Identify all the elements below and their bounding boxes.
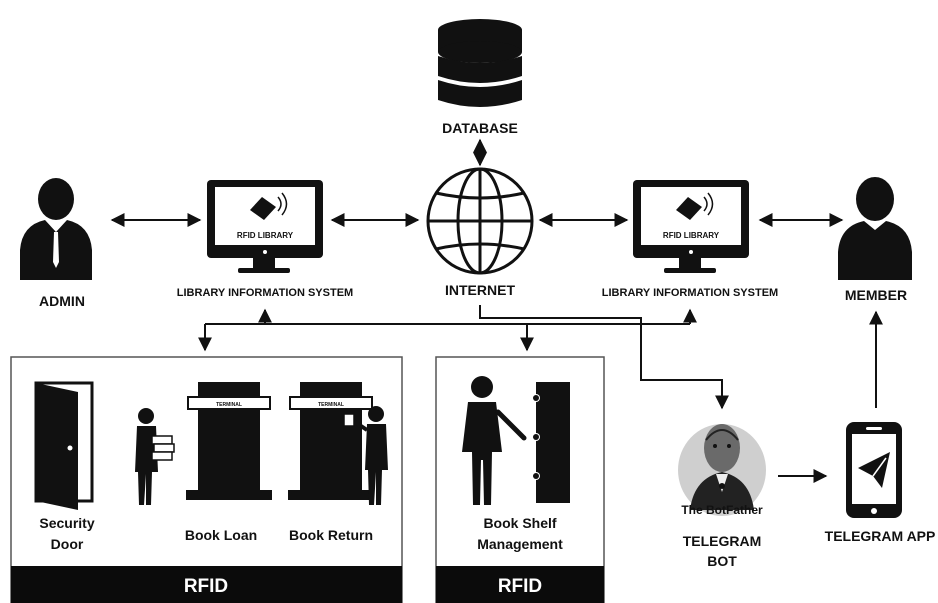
rfid-right-panel xyxy=(435,356,605,603)
monitor-icon xyxy=(207,180,323,273)
smartphone-icon xyxy=(846,422,902,518)
database-icon xyxy=(438,19,522,107)
internet-label: INTERNET xyxy=(445,282,515,298)
globe-icon xyxy=(426,167,534,275)
book-return-label: Book Return xyxy=(289,527,373,543)
rfid-left-label: RFID xyxy=(184,576,228,597)
admin-label: ADMIN xyxy=(39,293,85,309)
terminal-left-label: TERMINAL xyxy=(216,402,242,408)
book-loan-label: Book Loan xyxy=(185,527,257,543)
bookshelf-icon xyxy=(462,376,570,505)
member-person-icon xyxy=(838,177,912,280)
lis-left-label: LIBRARY INFORMATION SYSTEM xyxy=(177,287,353,299)
rfid-right-label: RFID xyxy=(498,576,542,597)
internet-bot-arrow xyxy=(479,305,729,410)
book-loan-icon xyxy=(135,382,272,505)
shelf-label-2: Management xyxy=(477,536,563,552)
botfather-label: The BotFather xyxy=(681,503,763,517)
database-label: DATABASE xyxy=(442,120,518,136)
rfid-left-bar xyxy=(11,566,402,603)
telegram-bot-label-2: BOT xyxy=(707,553,737,569)
admin-person-icon xyxy=(20,178,92,280)
terminal-right-label: TERMINAL xyxy=(318,402,344,408)
shelf-label-1: Book Shelf xyxy=(483,515,556,531)
security-door-label-2: Door xyxy=(51,536,84,552)
book-return-icon xyxy=(288,382,388,505)
rfid-right-bar xyxy=(436,566,604,603)
telegram-bot-label-1: TELEGRAM xyxy=(683,533,762,549)
member-label: MEMBER xyxy=(845,287,907,303)
screen-left-label: RFID LIBRARY xyxy=(237,231,294,240)
botfather-icon xyxy=(678,424,766,516)
monitor-icon xyxy=(633,180,749,273)
screen-right-label: RFID LIBRARY xyxy=(663,231,720,240)
security-door-label-1: Security xyxy=(39,515,94,531)
rfid-left-panel xyxy=(10,356,403,603)
telegram-app-label: TELEGRAM APP xyxy=(825,528,936,544)
door-icon xyxy=(34,381,94,510)
rfid-bus-connector xyxy=(198,308,697,352)
lis-right-label: LIBRARY INFORMATION SYSTEM xyxy=(602,287,778,299)
